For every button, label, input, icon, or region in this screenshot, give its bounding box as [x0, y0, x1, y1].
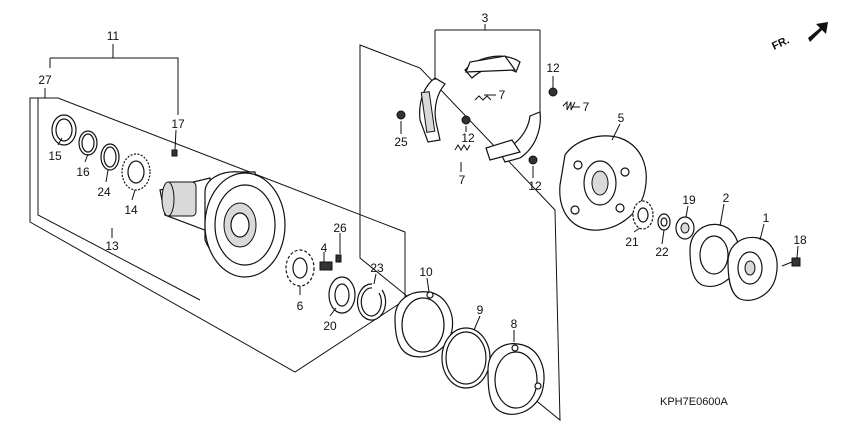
callout-16: 16	[76, 165, 90, 179]
part-24-washer	[100, 143, 120, 171]
callout-18: 18	[793, 233, 807, 247]
part-20-plate	[328, 276, 356, 314]
callout-13: 13	[105, 239, 119, 253]
group-frame-left-inner	[37, 98, 201, 301]
part-5-drive-plate	[559, 135, 647, 231]
callout-12a: 12	[546, 61, 560, 75]
front-direction-arrow-icon	[808, 22, 828, 42]
part-8-cover-gasket	[487, 343, 545, 415]
part-21-clutch	[632, 200, 654, 230]
callout-6: 6	[297, 299, 304, 313]
leader-lines	[44, 24, 799, 342]
figure-code: KPH7E0600A	[660, 396, 729, 408]
callout-2: 2	[723, 191, 730, 205]
callout-14: 14	[124, 203, 138, 217]
callout-7c: 7	[459, 173, 466, 187]
part-6-one-way-clutch	[285, 249, 315, 287]
part-26-pin	[335, 254, 342, 263]
part-16-ring	[78, 130, 98, 156]
callout-5: 5	[618, 111, 625, 125]
part-4-spring	[319, 261, 333, 271]
part-13-clutch-outer	[159, 171, 286, 278]
part-12-nuts	[461, 87, 558, 165]
callout-4: 4	[321, 241, 328, 255]
callout-27: 27	[38, 73, 52, 87]
part-22-washer	[657, 213, 671, 231]
callout-19: 19	[682, 193, 696, 207]
callout-20: 20	[323, 319, 337, 333]
callout-labels: 11 27 17 15 16 24 14 13 26 4 23 6 20 10 …	[38, 11, 807, 333]
part-25-nut	[396, 110, 406, 120]
callout-26: 26	[333, 221, 347, 235]
part-17-pin	[171, 149, 178, 157]
part-1-cover	[727, 236, 778, 301]
callout-24: 24	[97, 185, 111, 199]
callout-3: 3	[482, 11, 489, 25]
part-3-clutch-shoes	[419, 55, 541, 163]
part-19-bearing	[675, 216, 695, 240]
part-18-bolt	[781, 257, 801, 267]
callout-10: 10	[419, 265, 433, 279]
callout-25: 25	[394, 135, 408, 149]
callout-7a: 7	[499, 88, 506, 102]
callout-12b: 12	[461, 131, 475, 145]
callout-17: 17	[171, 117, 185, 131]
front-direction-label: FR.	[770, 34, 791, 52]
callout-9: 9	[477, 303, 484, 317]
callout-12c: 12	[528, 179, 542, 193]
callout-11: 11	[107, 29, 120, 43]
callout-15: 15	[48, 149, 62, 163]
part-10-gasket	[394, 291, 454, 358]
callout-1: 1	[763, 211, 770, 225]
part-9-o-ring	[441, 327, 491, 389]
callout-8: 8	[511, 317, 518, 331]
part-23-circlip	[356, 283, 387, 321]
callout-22: 22	[655, 245, 669, 259]
callout-7b: 7	[583, 100, 590, 114]
part-15-snap-ring	[51, 114, 77, 146]
callout-23: 23	[370, 261, 384, 275]
part-7-springs	[454, 95, 576, 151]
part-14-gear	[121, 153, 151, 191]
callout-21: 21	[625, 235, 639, 249]
part-2-gasket	[689, 223, 740, 287]
group-frame-right	[359, 44, 561, 422]
